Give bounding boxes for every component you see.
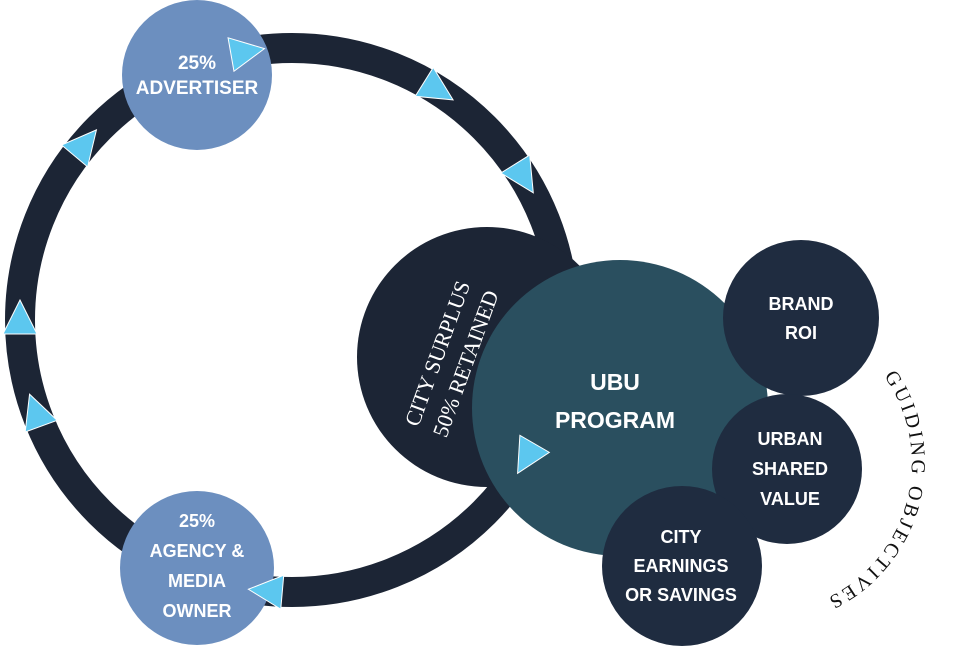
advertiser-circle — [122, 0, 272, 150]
ubu-program-circle — [472, 260, 768, 556]
or-savings-label: OR SAVINGS — [625, 585, 737, 605]
ubu-label: UBU — [590, 369, 640, 395]
program-label: PROGRAM — [555, 407, 675, 433]
flow-arrow-icon — [517, 434, 551, 475]
flow-arrows — [2, 37, 551, 611]
flow-arrow-icon — [499, 154, 534, 194]
flow-arrow-icon — [247, 574, 285, 611]
agency-percent: 25% — [179, 511, 215, 531]
value-label: VALUE — [760, 489, 820, 509]
flow-arrow-icon — [2, 298, 38, 335]
city-earnings-circle — [602, 486, 762, 646]
flow-arrow-icon — [24, 393, 59, 433]
advertiser-percent: 25% — [178, 53, 216, 74]
roi-label: ROI — [785, 323, 817, 343]
city-label: CITY — [660, 527, 701, 547]
urban-label: URBAN — [758, 429, 823, 449]
agency-label-line2: MEDIA — [168, 571, 226, 591]
flow-arrow-icon — [60, 129, 98, 168]
flow-arrow-icon — [414, 66, 455, 101]
earnings-label: EARNINGS — [633, 556, 728, 576]
agency-label-line3: OWNER — [163, 601, 232, 621]
advertiser-label: ADVERTISER — [136, 78, 259, 99]
shared-label: SHARED — [752, 459, 828, 479]
brand-label: BRAND — [769, 294, 834, 314]
urban-shared-value-circle — [712, 394, 862, 544]
flow-arrow-icon — [227, 37, 266, 73]
agency-label-line1: AGENCY & — [150, 541, 245, 561]
brand-roi-circle — [723, 240, 879, 396]
agency-media-owner-circle — [120, 491, 274, 645]
